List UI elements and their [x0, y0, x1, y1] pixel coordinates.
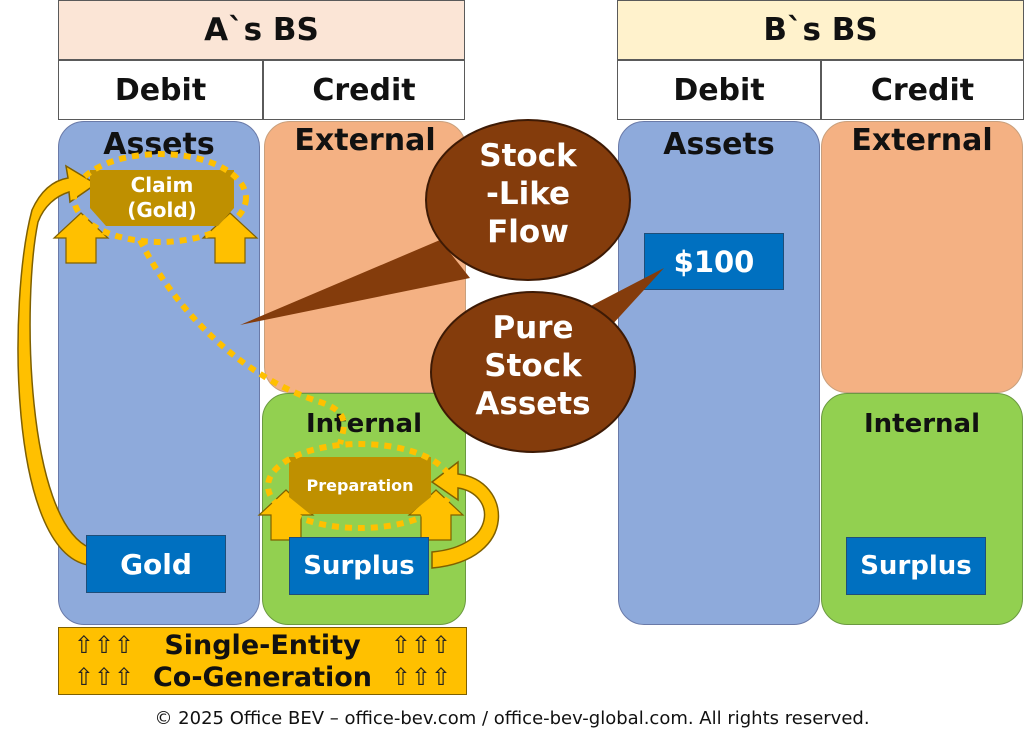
dotted-loop-preparation: [265, 441, 455, 531]
b-credit-header: Credit: [821, 60, 1024, 120]
a-gold-box: Gold: [86, 535, 226, 593]
b-assets-label: Assets: [663, 127, 775, 162]
preparation-hexagon: [289, 457, 431, 514]
b-bs-title: B`s BS: [617, 0, 1024, 60]
banner-line-1: Single-Entity: [164, 629, 361, 661]
callout-pointer-stock-like-flow: [240, 240, 470, 325]
a-credit-header: Credit: [263, 60, 465, 120]
dotted-loop-claim: [71, 151, 249, 245]
b-debit-header: Debit: [617, 60, 821, 120]
b-external-label: External: [851, 123, 993, 158]
callout-bubble-stock-like-flow: [425, 119, 631, 281]
banner-arrows-right-2-icon: ⇧⇧⇧: [390, 663, 452, 691]
a-external-label: External: [294, 123, 436, 158]
co-generation-banner: ⇧⇧⇧ Single-Entity ⇧⇧⇧ ⇧⇧⇧ Co-Generation …: [58, 627, 467, 695]
banner-line-2: Co-Generation: [152, 661, 373, 693]
callout-bubble-pure-stock-assets: [430, 291, 636, 453]
banner-arrows-right-1-icon: ⇧⇧⇧: [390, 631, 452, 659]
preparation-label: Preparation: [306, 475, 414, 495]
claim-label: Claim (Gold): [127, 173, 197, 222]
callout-text-pure-stock-assets: Pure Stock Assets: [475, 310, 591, 422]
b-internal-label: Internal: [863, 409, 981, 439]
callout-text-stock-like-flow: Stock -Like Flow: [479, 138, 577, 250]
b-surplus-box: Surplus: [846, 537, 986, 595]
a-debit-header: Debit: [58, 60, 263, 120]
copyright-footer: © 2025 Office BEV – office-bev.com / off…: [154, 708, 870, 729]
a-surplus-box: Surplus: [289, 537, 429, 595]
b-cash-box: $100: [644, 233, 784, 290]
banner-arrows-left-2-icon: ⇧⇧⇧: [73, 663, 135, 691]
claim-hexagon: [90, 170, 234, 226]
a-bs-title: A`s BS: [58, 0, 465, 60]
b-external-block: [821, 121, 1023, 393]
dotted-connector: [137, 238, 347, 445]
banner-arrows-left-1-icon: ⇧⇧⇧: [73, 631, 135, 659]
a-internal-label: Internal: [305, 409, 423, 439]
